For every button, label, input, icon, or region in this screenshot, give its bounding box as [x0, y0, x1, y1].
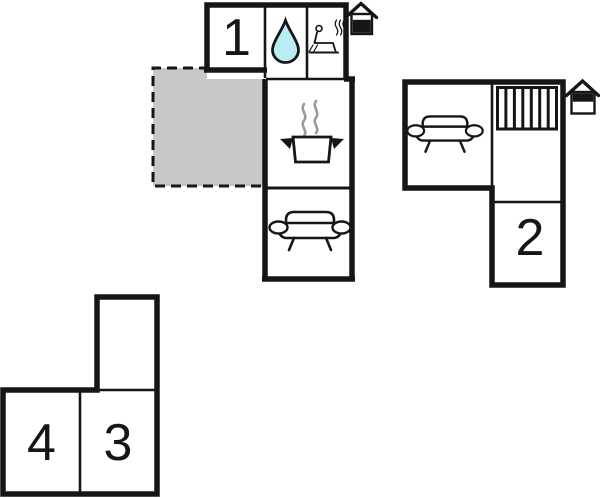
- room3-label: 3: [104, 414, 133, 472]
- steam-line: [313, 99, 319, 135]
- cooking-pot-icon: [280, 99, 344, 164]
- terrace-dashed-border: [151, 66, 263, 188]
- bedrooms-building: 3 4: [0, 294, 160, 497]
- stairs-icon: [496, 86, 558, 131]
- water-drop-icon: [271, 16, 300, 64]
- terrace-area: [153, 68, 263, 186]
- annex-building: 2: [402, 79, 566, 288]
- sauna-icon: [308, 19, 347, 54]
- entrance-house-icon: [564, 78, 600, 115]
- room4-label: 4: [27, 414, 56, 472]
- steam-line: [301, 102, 307, 138]
- room1-label: 1: [222, 9, 251, 67]
- entrance-house-icon: [343, 1, 379, 36]
- terrace: [151, 66, 263, 188]
- kitchen-living-floor: [265, 79, 353, 279]
- main-building: 1: [204, 2, 355, 282]
- room2-label: 2: [516, 209, 545, 267]
- toprow-outer-wall: [204, 2, 349, 79]
